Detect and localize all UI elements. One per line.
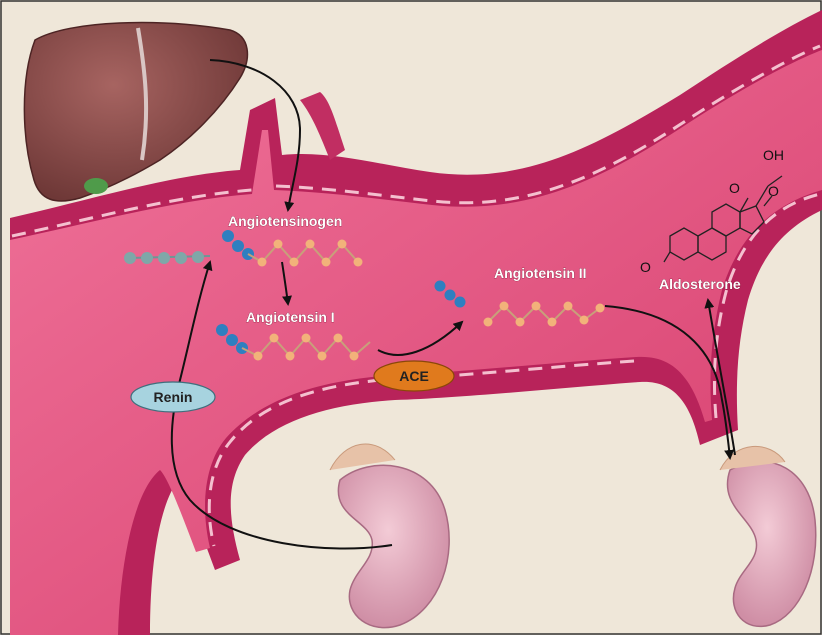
label-renin: Renin bbox=[154, 389, 193, 405]
chem-oh: OH bbox=[763, 147, 784, 163]
chem-o-ring: O bbox=[640, 259, 651, 275]
label-aldosterone: Aldosterone bbox=[659, 276, 741, 292]
label-ace: ACE bbox=[399, 368, 429, 384]
chem-o-top: O bbox=[729, 180, 740, 196]
chem-o-side: O bbox=[768, 183, 779, 199]
label-angiotensinogen: Angiotensinogen bbox=[228, 213, 342, 229]
label-angiotensin-2: Angiotensin II bbox=[494, 265, 587, 281]
label-angiotensin-1: Angiotensin I bbox=[246, 309, 335, 325]
